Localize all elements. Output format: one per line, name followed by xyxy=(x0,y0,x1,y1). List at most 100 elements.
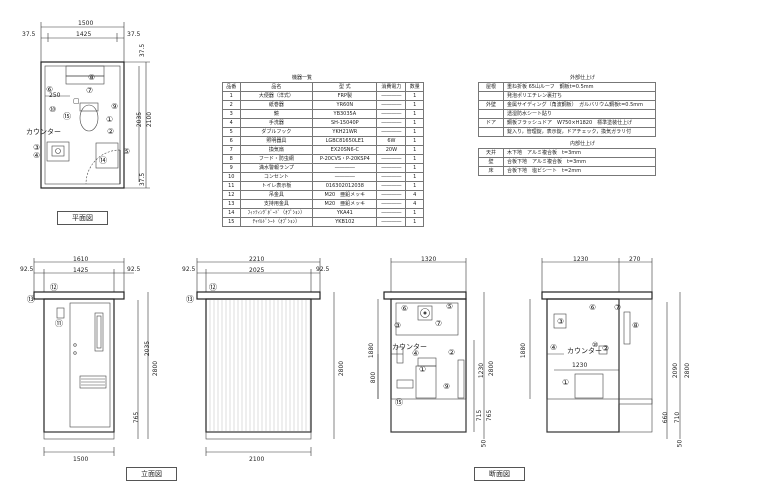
section-b-dimension-lines xyxy=(529,258,681,439)
exterior-spec-row-cell: 透湿防水シート貼り xyxy=(503,109,656,119)
exterior-spec-row: 屋根重ね折板 65山ルーフ 鋼板t=0.5mm xyxy=(478,82,656,92)
equipment-row-cell: ―――― xyxy=(376,118,407,128)
header-cell: 消費電力 xyxy=(376,82,407,92)
front-dim-92-right: 92.5 xyxy=(127,266,141,273)
side-dim-2025: 2025 xyxy=(249,267,265,274)
section-a-dim-1230: 1230 xyxy=(478,362,486,379)
equipment-row-cell: 4 xyxy=(222,118,241,128)
equipment-row-cell: SH-15040P xyxy=(312,118,378,128)
plan-num-6: ⑥ xyxy=(46,85,54,94)
section-title: 断面図 xyxy=(474,467,525,481)
section-b-num-1: ① xyxy=(562,378,570,387)
exterior-spec-row: 透湿防水シート貼り xyxy=(478,109,656,119)
exterior-spec-row: 発泡ポリエチレン裏打ち xyxy=(478,91,656,101)
front-num-12: ⑫ xyxy=(50,283,58,292)
equipment-row-cell: ダブルフック xyxy=(239,127,314,137)
plan-title: 平面図 xyxy=(57,211,108,225)
equipment-row-cell: YKH21WR xyxy=(312,127,378,137)
plan-dim-250: 250 xyxy=(49,92,61,99)
equipment-row-cell: コンセント xyxy=(239,172,314,182)
equipment-row-cell: 照明器具 xyxy=(239,136,314,146)
equipment-row-cell: 鏡 xyxy=(239,109,314,119)
equipment-row-cell: 13 xyxy=(222,199,241,209)
equipment-table-header: 品番 品名 型 式 消費電力 数量 xyxy=(222,82,424,92)
section-a-dim-1320: 1320 xyxy=(421,256,437,263)
section-b-dim-660: 660 xyxy=(662,411,670,424)
interior-spec-row: 床合板下地 塩ビシート t=2mm xyxy=(478,166,656,176)
equipment-row-cell: 1 xyxy=(405,181,424,191)
plan-num-8: ⑧ xyxy=(88,73,96,82)
section-b-num-7: ⑦ xyxy=(614,303,622,312)
equipment-row-cell: 20W xyxy=(376,145,407,155)
section-b-dim-2090: 2090 xyxy=(672,362,680,379)
side-dim-92-right: 92.5 xyxy=(316,266,330,273)
equipment-row-cell: YKB102 xyxy=(312,217,378,227)
interior-spec-row-cell: 木下地 アルミ複合板 t=3mm xyxy=(503,148,656,158)
front-dim-92-left: 92.5 xyxy=(20,266,34,273)
equipment-row-cell: ―――― xyxy=(376,91,407,101)
equipment-row-cell: 満水警報ランプ xyxy=(239,163,314,173)
equipment-row-cell: ﾌｨｯﾃｨﾝｸﾞﾎﾞｰﾄﾞ（ｵﾌﾟｼｮﾝ） xyxy=(239,208,314,218)
equipment-row-cell: 4 xyxy=(405,190,424,200)
plan-dim-2035: 2035 xyxy=(136,111,144,128)
interior-spec-row-cell: 合板下地 アルミ複合板 t=3mm xyxy=(503,157,656,167)
plan-dim-margin-left: 37.5 xyxy=(22,31,36,38)
exterior-spec-row-cell: ドア xyxy=(478,118,504,128)
equipment-row-cell: 吊金具 xyxy=(239,190,314,200)
section-a-dim-765: 765 xyxy=(486,409,494,422)
interior-spec-row: 壁合板下地 アルミ複合板 t=3mm xyxy=(478,157,656,167)
front-dim-765: 765 xyxy=(133,411,141,424)
equipment-row-cell: 016302012038 xyxy=(312,181,378,191)
equipment-row-cell: 換気扇 xyxy=(239,145,314,155)
section-b-inner-dim: 1230 xyxy=(572,362,588,369)
interior-spec-title: 内部仕上げ xyxy=(570,141,596,147)
plan-num-7: ⑦ xyxy=(86,86,94,95)
equipment-row-cell: ―――― xyxy=(312,163,378,173)
front-num-13: ⑬ xyxy=(27,295,35,304)
section-b-dim-50: 50 xyxy=(676,439,684,448)
equipment-row-cell: ﾁｬｲﾙﾄﾞｼｰﾄ（ｵﾌﾟｼｮﾝ） xyxy=(239,217,314,227)
side-elevation-dimension-lines xyxy=(196,258,335,456)
equipment-table-title: 機器一覧 xyxy=(292,75,313,81)
equipment-row-cell: LGBC81650LE1 xyxy=(312,136,378,146)
exterior-spec-row: 錠入り，管理錠，表示錠，ドアチェック，換気ガラリ付 xyxy=(478,127,656,137)
interior-spec-row-cell: 天井 xyxy=(478,148,504,158)
equipment-row-cell: 大便器（洋式） xyxy=(239,91,314,101)
equipment-row-cell: 11 xyxy=(222,181,241,191)
exterior-spec-row-cell: 発泡ポリエチレン裏打ち xyxy=(503,91,656,101)
equipment-row-cell: 1 xyxy=(405,208,424,218)
section-a-num-1: ① xyxy=(419,365,427,374)
section-a-num-4: ④ xyxy=(412,349,420,358)
plan-dim-top-margin: 37.5 xyxy=(139,43,147,58)
equipment-row-cell: 6 xyxy=(222,136,241,146)
section-a-num-7: ⑦ xyxy=(435,319,443,328)
equipment-row-cell: 7 xyxy=(222,145,241,155)
equipment-row-cell: 5 xyxy=(222,127,241,137)
plan-counter-label: カウンター xyxy=(26,128,61,136)
equipment-row-cell: 1 xyxy=(405,136,424,146)
section-b-body xyxy=(541,291,653,433)
plan-num-3: ③ xyxy=(33,143,41,152)
section-a-dimension-lines xyxy=(377,258,485,439)
equipment-row-cell: ―――― xyxy=(376,163,407,173)
equipment-row-cell: ―――― xyxy=(376,172,407,182)
header-cell: 型 式 xyxy=(312,82,378,92)
exterior-spec-row-cell: 外壁 xyxy=(478,100,504,110)
equipment-row-cell: ―――― xyxy=(376,199,407,209)
plan-dim-width-total: 1500 xyxy=(78,20,94,27)
section-a-dim-1880: 1880 xyxy=(368,342,376,359)
equipment-row-cell: 10 xyxy=(222,172,241,182)
equipment-row-cell: ―――― xyxy=(376,208,407,218)
equipment-row-cell: YB3035A xyxy=(312,109,378,119)
plan-dim-width-inner: 1425 xyxy=(76,31,92,38)
